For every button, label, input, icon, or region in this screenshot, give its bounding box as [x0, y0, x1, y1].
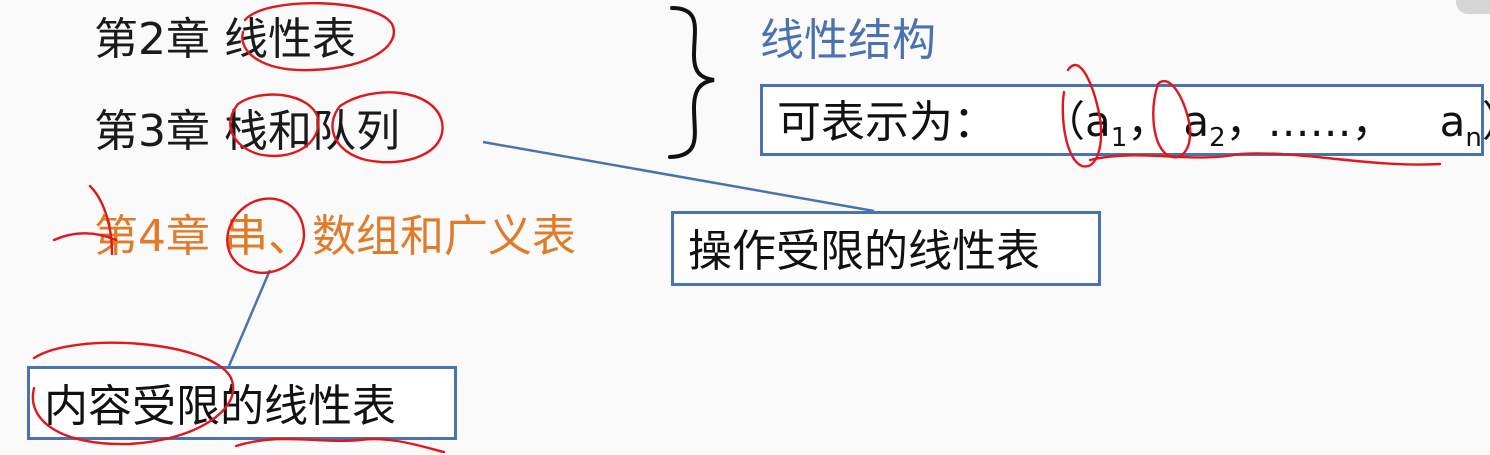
linear-structure-title: 线性结构	[760, 15, 936, 66]
ink-circle-stack	[229, 93, 320, 158]
operation-limited-note: 操作受限的线性表	[671, 211, 1101, 286]
ellipsis: ，……，	[1225, 97, 1394, 146]
curly-brace-icon	[668, 6, 715, 159]
chapter-2-title: 第2章 线性表	[94, 14, 356, 65]
ink-circle-a2	[1152, 80, 1192, 159]
chapter-3-title: 第3章 栈和队列	[94, 106, 400, 157]
comma-1: ，	[1127, 97, 1170, 146]
content-limited-note: 内容受限的线性表	[27, 366, 457, 440]
connector-line-ch3	[482, 140, 875, 213]
window-corner	[1456, 0, 1490, 14]
close-paren: ）	[1482, 97, 1490, 146]
ink-circle-string	[226, 197, 306, 274]
subscript-n: n	[1465, 123, 1482, 153]
sequence-notation: （a1，a2，……，an）	[1043, 101, 1490, 153]
chapter-4-title: 第4章 串、数组和广义表	[94, 211, 576, 262]
subscript-1: 1	[1110, 123, 1128, 153]
representation-label: 可表示为：	[777, 97, 997, 148]
ink-check-mark	[52, 184, 118, 256]
connector-line-ch4	[227, 269, 272, 367]
ink-circle-a1	[1061, 63, 1103, 168]
element-an: a	[1439, 97, 1466, 146]
ink-oval-content	[31, 341, 235, 446]
ink-circle-linear-list	[241, 2, 395, 72]
ink-underline-sequence	[1088, 152, 1442, 166]
subscript-2: 2	[1209, 123, 1226, 153]
element-a2: a	[1183, 97, 1210, 146]
ink-underline-content	[234, 437, 446, 454]
ink-circle-queue	[331, 91, 444, 164]
